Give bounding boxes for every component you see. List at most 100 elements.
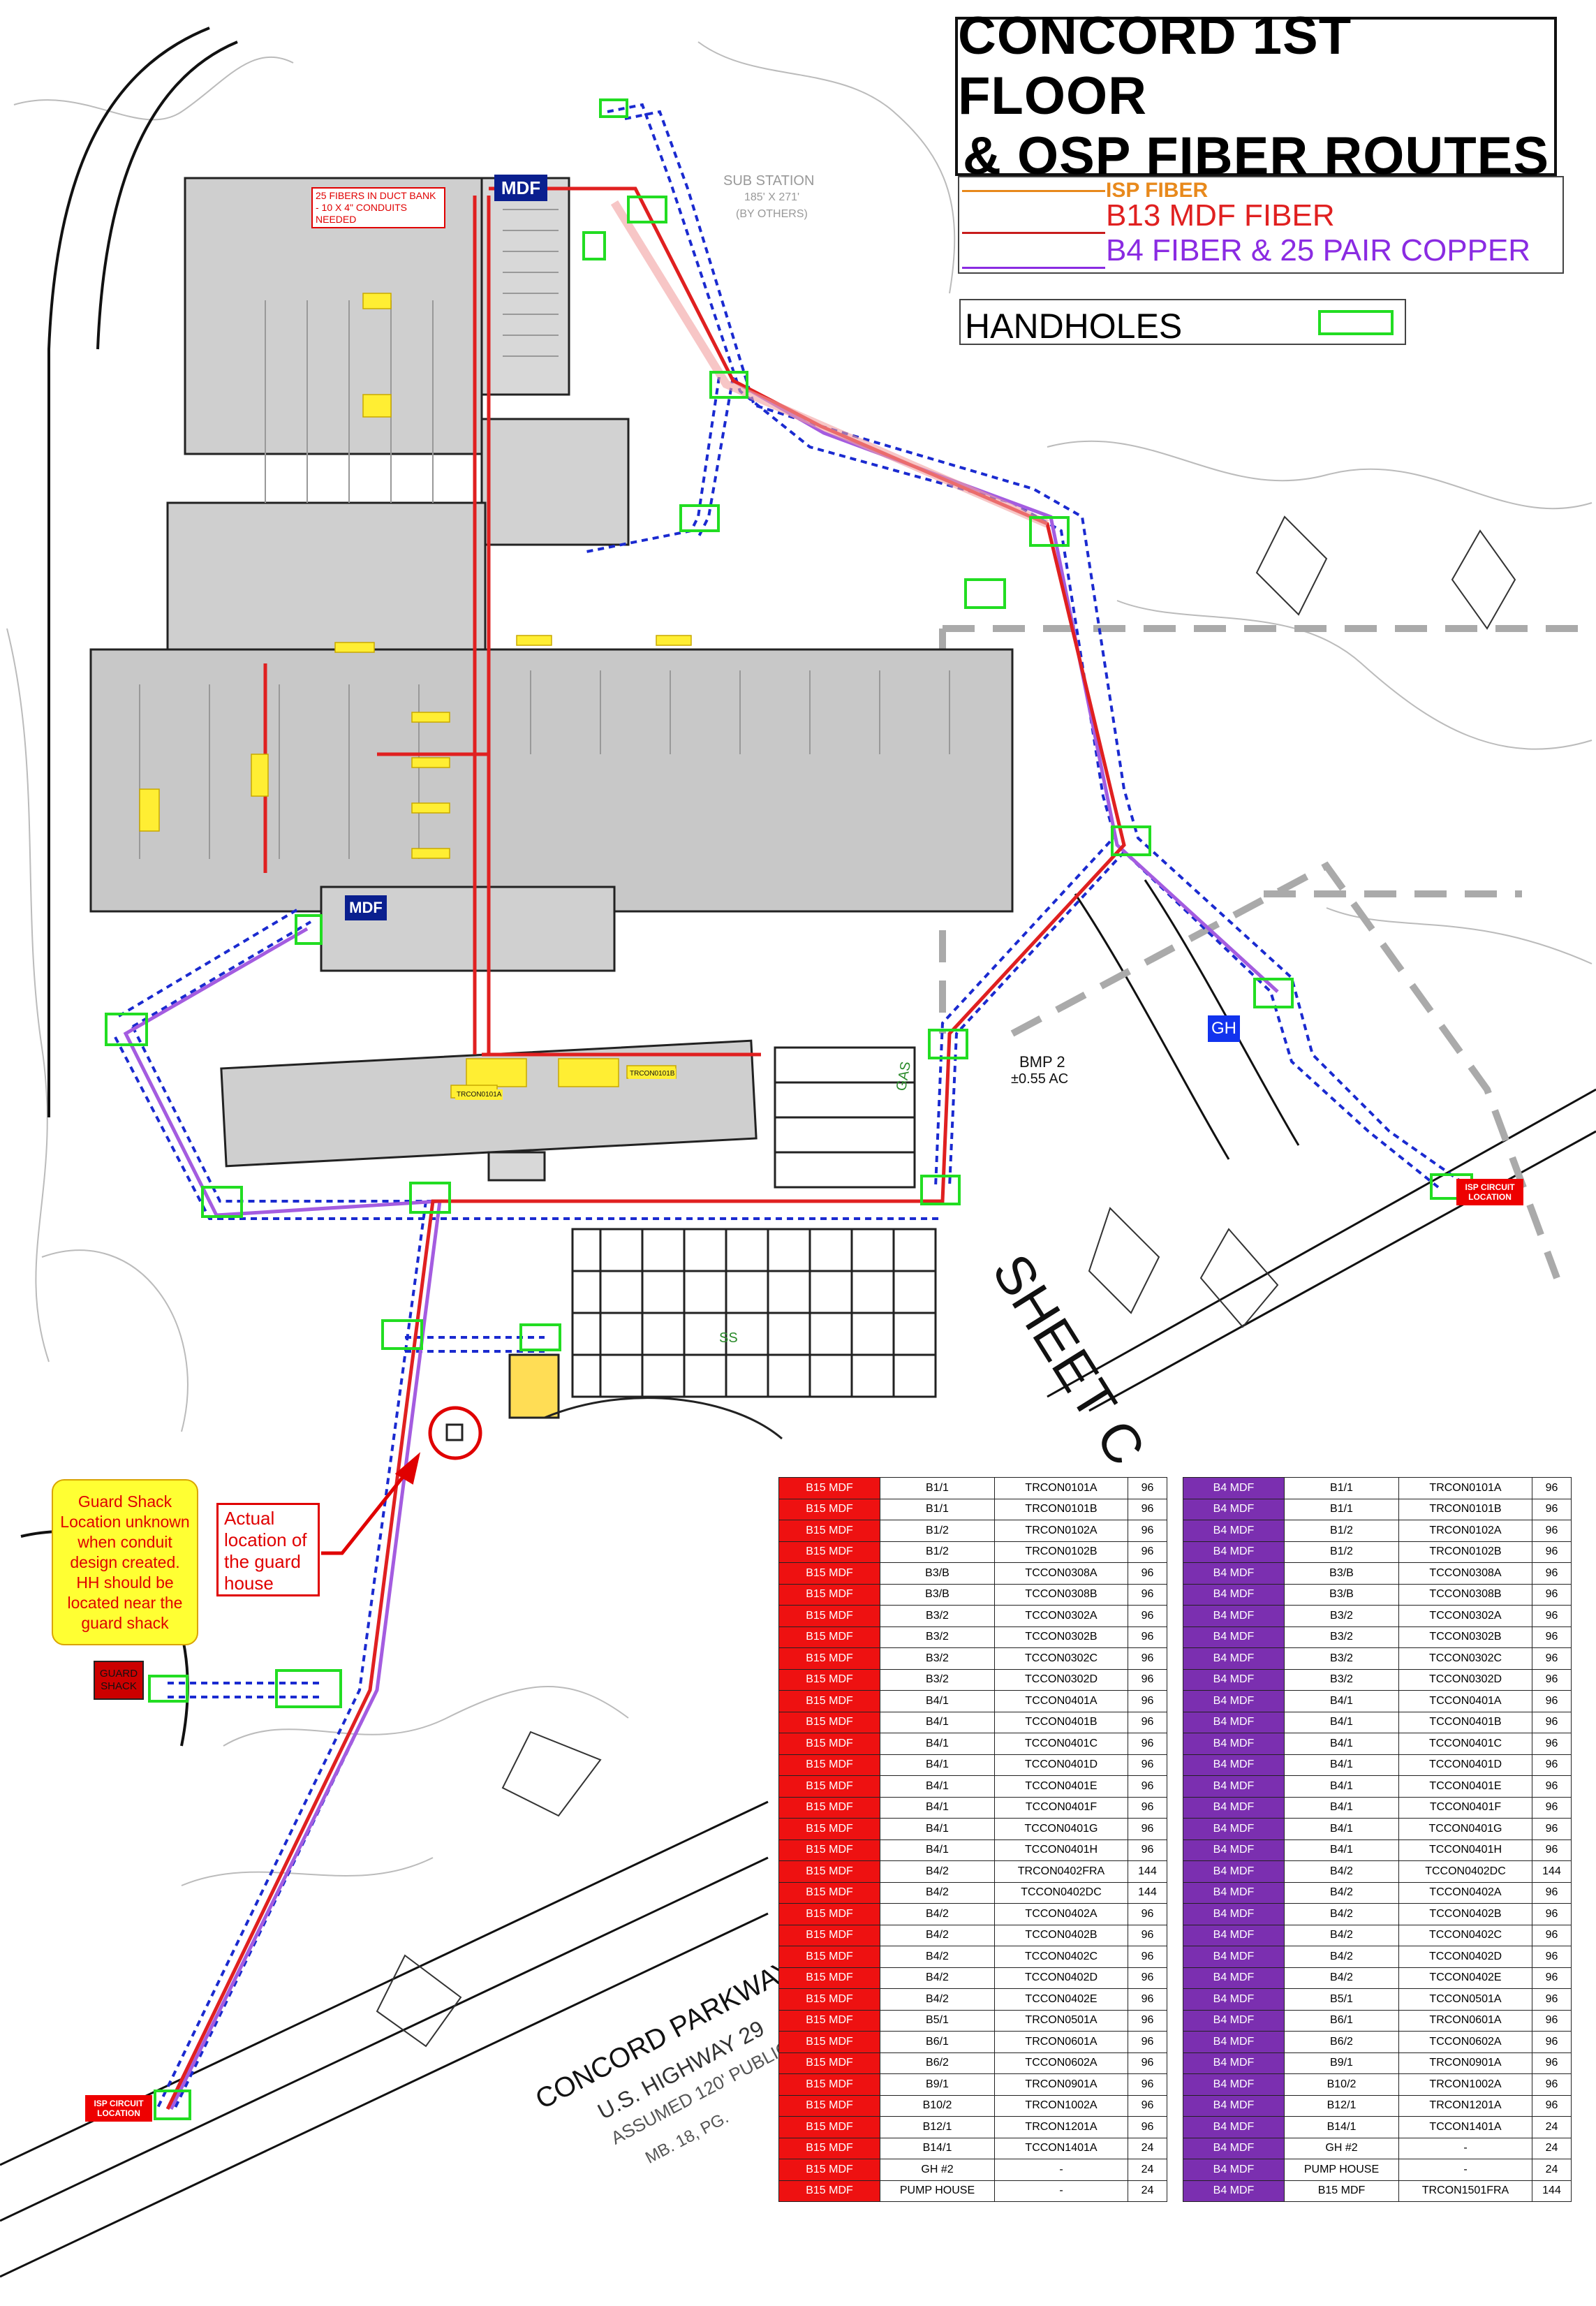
guard-house-marker — [321, 1406, 482, 1555]
table-cell-cable: TRCON0102A — [1398, 1520, 1532, 1542]
table-cell-destination: B4/1 — [880, 1690, 995, 1712]
isp-circuit-tag-right: ISP CIRCUIT LOCATION — [1456, 1179, 1523, 1205]
table-cell-count: 96 — [1532, 1498, 1572, 1520]
table-cell-destination: GH #2 — [1284, 2137, 1399, 2159]
actual-guard-house-note: Actual location of the guard house — [216, 1503, 320, 1596]
table-cell-cable: TRCON0102B — [1398, 1541, 1532, 1563]
guard-house-icon — [445, 1423, 464, 1441]
table-cell-destination: B4/1 — [1284, 1754, 1399, 1776]
table-cell-count: 96 — [1532, 1711, 1572, 1733]
table-cell-cable: TCCON0401D — [994, 1754, 1128, 1776]
table-cell-destination: B3/B — [1284, 1562, 1399, 1585]
table-cell-destination: B4/1 — [880, 1711, 995, 1733]
legend-b4-swatch — [962, 267, 1105, 269]
table-cell-destination: GH #2 — [880, 2159, 995, 2181]
table-cell-source: B15 MDF — [778, 1690, 880, 1712]
table-cell-cable: TRCON0101B — [1398, 1498, 1532, 1520]
handhole-swatch — [1318, 310, 1394, 335]
table-cell-cable: - — [994, 2180, 1128, 2202]
legend-b13-label: B13 MDF FIBER — [1106, 198, 1335, 233]
table-cell-destination: B12/1 — [880, 2116, 995, 2138]
table-cell-cable: TRCON0101A — [1398, 1477, 1532, 1499]
table-cell-count: 96 — [1128, 1562, 1167, 1585]
title-line-1: CONCORD 1ST FLOOR — [958, 6, 1352, 126]
table-cell-cable: TCCON0308B — [1398, 1583, 1532, 1606]
table-cell-source: B4 MDF — [1183, 1520, 1285, 1542]
table-cell-cable: - — [1398, 2137, 1532, 2159]
table-cell-cable: TRCON0402FRA — [994, 1860, 1128, 1883]
table-cell-source: B4 MDF — [1183, 1541, 1285, 1563]
table-cell-destination: B6/1 — [880, 2031, 995, 2053]
table-cell-destination: B4/2 — [1284, 1860, 1399, 1883]
table-cell-source: B15 MDF — [778, 1881, 880, 1904]
table-cell-count: 96 — [1532, 1583, 1572, 1606]
table-cell-count: 96 — [1532, 1733, 1572, 1755]
table-cell-cable: TRCON0901A — [1398, 2052, 1532, 2074]
table-cell-count: 96 — [1128, 1647, 1167, 1670]
table-cell-cable: TCCON0302C — [1398, 1647, 1532, 1670]
table-cell-source: B4 MDF — [1183, 2052, 1285, 2074]
table-cell-destination: B6/1 — [1284, 2009, 1399, 2032]
table-cell-count: 96 — [1128, 1498, 1167, 1520]
table-cell-cable: TRCON1201A — [1398, 2094, 1532, 2117]
table-cell-destination: B1/1 — [1284, 1477, 1399, 1499]
table-cell-source: B15 MDF — [778, 2094, 880, 2117]
table-cell-cable: TCCON0402DC — [994, 1881, 1128, 1904]
legend-isp-swatch — [962, 190, 1105, 192]
table-cell-source: B15 MDF — [778, 1647, 880, 1670]
building — [89, 177, 1014, 1419]
sub-station-dims: 185' X 271' — [744, 191, 800, 203]
guard-shack-unknown-note: Guard Shack Location unknown when condui… — [52, 1479, 198, 1645]
table-cell-count: 96 — [1128, 1967, 1167, 1989]
table-cell-cable: TCCON0402D — [994, 1967, 1128, 1989]
table-cell-source: B4 MDF — [1183, 2116, 1285, 2138]
table-cell-source: B4 MDF — [1183, 2137, 1285, 2159]
equipment-tags — [139, 293, 692, 1099]
table-cell-source: B15 MDF — [778, 1733, 880, 1755]
table-cell-destination: B3/B — [880, 1583, 995, 1606]
sub-station-label: SUB STATION — [723, 173, 815, 189]
table-cell-source: B4 MDF — [1183, 1498, 1285, 1520]
table-cell-source: B4 MDF — [1183, 1626, 1285, 1648]
table-cell-source: B15 MDF — [778, 2052, 880, 2074]
table-cell-destination: B1/2 — [880, 1520, 995, 1542]
table-cell-destination: B10/2 — [1284, 2073, 1399, 2096]
table-cell-cable: TCCON0302A — [994, 1605, 1128, 1627]
table-cell-cable: TRCON0501A — [994, 2009, 1128, 2032]
tree-stands — [376, 515, 1516, 2048]
table-cell-cable: TCCON0401E — [1398, 1775, 1532, 1798]
table-cell-destination: B5/1 — [1284, 1988, 1399, 2011]
table-cell-source: B4 MDF — [1183, 2159, 1285, 2181]
table-cell-source: B15 MDF — [778, 1754, 880, 1776]
table-cell-count: 96 — [1128, 1988, 1167, 2011]
table-cell-source: B4 MDF — [1183, 1605, 1285, 1627]
table-cell-cable: TCCON0302C — [994, 1647, 1128, 1670]
table-cell-destination: B4/1 — [1284, 1796, 1399, 1819]
table-cell-destination: B4/1 — [880, 1818, 995, 1840]
table-cell-count: 96 — [1532, 1605, 1572, 1627]
table-cell-source: B15 MDF — [778, 1626, 880, 1648]
table-cell-count: 24 — [1128, 2180, 1167, 2202]
table-cell-count: 96 — [1128, 1733, 1167, 1755]
table-cell-count: 96 — [1128, 1477, 1167, 1499]
table-cell-count: 96 — [1128, 2116, 1167, 2138]
